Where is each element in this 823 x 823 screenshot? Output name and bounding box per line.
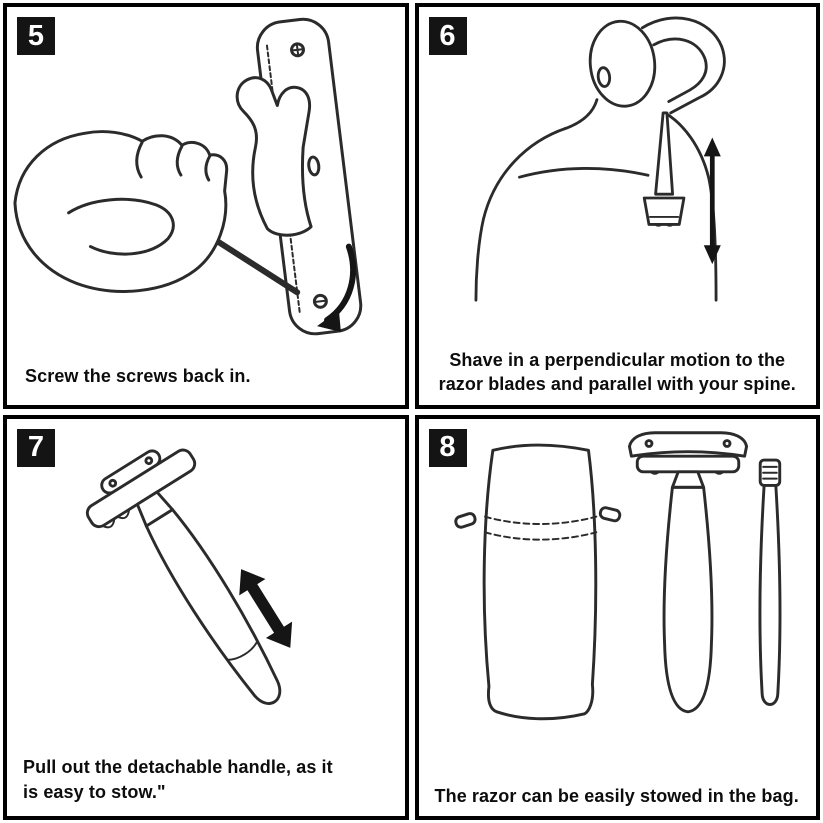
back-shaving-illustration <box>474 16 726 302</box>
drawstring-toggle-right <box>598 505 621 522</box>
step-8-panel: 8 <box>414 414 820 820</box>
razor-assembled <box>627 430 748 713</box>
step-5-panel: 5 <box>3 3 409 409</box>
torso-outline <box>474 98 717 302</box>
step-5-number-badge: 5 <box>17 17 55 55</box>
step-6-caption: Shave in a perpendicular motion to the r… <box>438 349 796 395</box>
razor-on-back <box>642 111 685 227</box>
step-7-number-badge: 7 <box>17 428 55 467</box>
step-5-caption: Screw the screws back in. <box>25 366 251 387</box>
step-6-panel: 6 <box>414 3 820 409</box>
step-6-number-badge: 6 <box>428 17 467 55</box>
storage-bag <box>453 443 621 720</box>
up-down-arrow-icon <box>703 137 721 265</box>
step-7-panel: 7 Pull out the detachable handle, as it … <box>3 414 409 820</box>
person-head <box>588 19 656 108</box>
step-8-number-badge: 8 <box>428 428 467 467</box>
drawstring-toggle-left <box>453 511 477 529</box>
hand-fist <box>13 130 229 293</box>
rotation-arrow-icon <box>317 243 356 333</box>
stow-in-bag-illustration <box>453 430 781 720</box>
diagonal-double-arrow-icon <box>239 568 293 648</box>
detached-handle <box>758 458 781 706</box>
detachable-handle-illustration <box>85 448 293 705</box>
raised-arm <box>640 16 726 115</box>
step-8-caption: The razor can be easily stowed in the ba… <box>434 785 799 806</box>
handle-socket-fork <box>235 76 313 237</box>
screwing-screws-illustration <box>13 17 363 336</box>
razor-assembly <box>85 448 282 705</box>
step-7-caption: Pull out the detachable handle, as it is… <box>23 757 333 802</box>
